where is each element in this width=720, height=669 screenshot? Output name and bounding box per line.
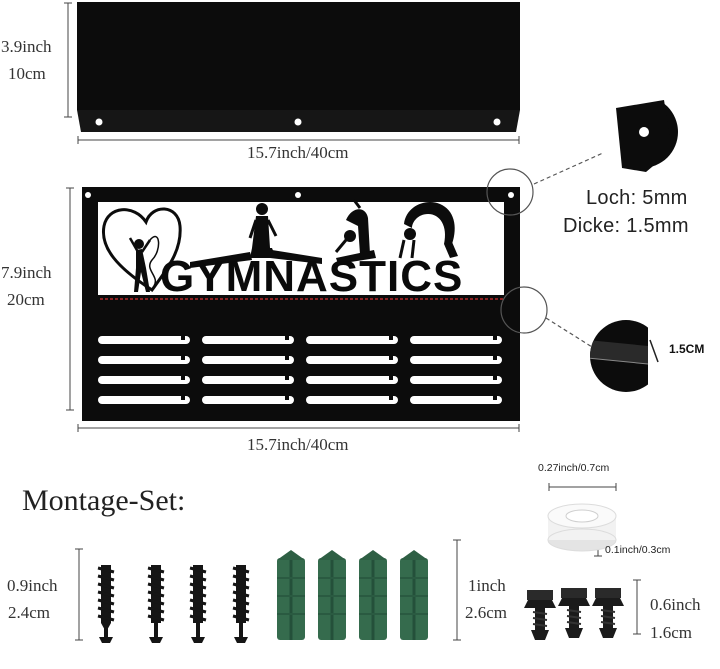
bolt-icon: [558, 588, 590, 638]
shelf-width: 15.7inch/40cm: [247, 143, 349, 162]
ribbon-gymnast-icon: [128, 235, 160, 292]
screw-size-cm: 2.4cm: [8, 603, 51, 622]
split-gymnast-icon: [190, 203, 322, 268]
hole-size-label: Loch: 5mm: [586, 187, 688, 209]
wall-anchor-icon: [359, 550, 387, 640]
bolt-size-cm: 1.6cm: [650, 623, 693, 642]
shelf-panel: [77, 2, 520, 132]
screw-icon: [147, 565, 165, 643]
heart-icon: [101, 207, 182, 293]
thickness-label: Dicke: 1.5mm: [563, 215, 689, 237]
thickness-marker-icon: [649, 339, 659, 363]
mount-hole-icon: [294, 118, 302, 126]
spacer-thickness-label: 0.1inch/0.3cm: [605, 544, 671, 556]
backbend-gymnast-icon: [398, 202, 458, 259]
bolt-size-inch: 0.6inch: [650, 595, 701, 614]
wall-anchor-icon: [400, 550, 428, 640]
bolt-icon: [524, 590, 556, 640]
anchors: [277, 550, 428, 640]
screw-icon: [232, 565, 250, 643]
spacer-icon: [547, 503, 617, 552]
mount-hole-icon: [493, 118, 501, 126]
wall-anchor-icon: [277, 550, 305, 640]
rack-width: 15.7inch/40cm: [247, 435, 349, 454]
edge-size-label: 1.5CM: [669, 342, 705, 356]
spacer-width-label: 0.27inch/0.7cm: [538, 462, 610, 474]
hole-detail: [486, 94, 680, 216]
shelf-height-cm: 10cm: [8, 64, 46, 83]
bending-gymnast-icon: [334, 199, 376, 264]
edge-detail: [500, 286, 662, 392]
screw-size-inch: 0.9inch: [7, 576, 58, 595]
rack-word: GYMNASTICS: [160, 252, 464, 301]
bolts: [524, 588, 624, 640]
kit-dimension-lines: [75, 483, 641, 641]
rack-dimension-lines: [66, 187, 520, 432]
bolt-icon: [592, 588, 624, 638]
rack-height-inch: 7.9inch: [1, 263, 52, 282]
anchor-size-inch: 1inch: [468, 576, 506, 595]
anchor-size-cm: 2.6cm: [465, 603, 508, 622]
screw-icon: [189, 565, 207, 643]
wall-anchor-icon: [318, 550, 346, 640]
rack-height-cm: 20cm: [7, 290, 45, 309]
shelf-dimension-lines: [64, 2, 520, 144]
kit-title: Montage-Set:: [22, 484, 186, 517]
mount-hole-icon: [95, 118, 103, 126]
hook-slots: [98, 336, 502, 404]
screws: [97, 565, 250, 643]
screw-icon: [97, 565, 115, 643]
medal-rack: [82, 187, 520, 421]
shelf-height-inch: 3.9inch: [1, 37, 52, 56]
hole-icon: [639, 127, 649, 137]
